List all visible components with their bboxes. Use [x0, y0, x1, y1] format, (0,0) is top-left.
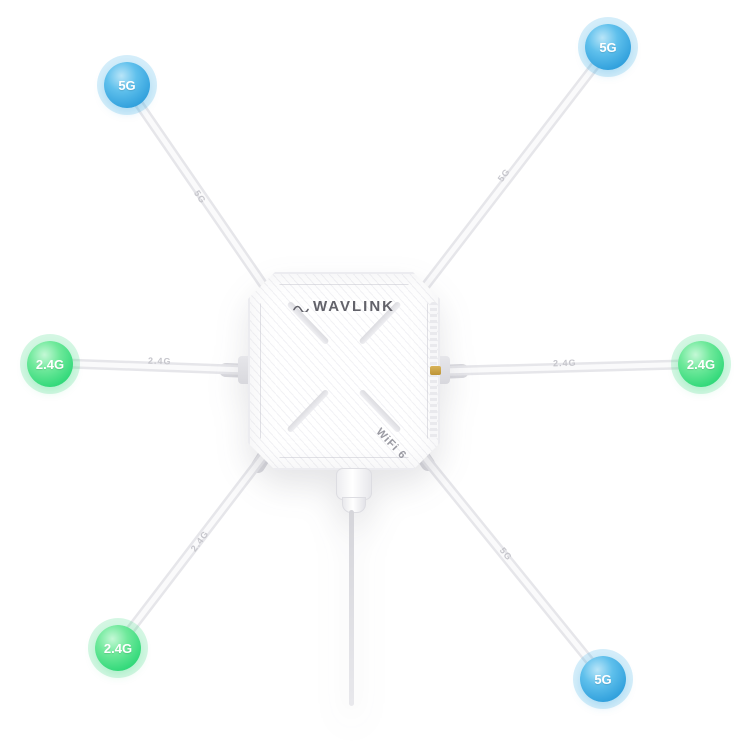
badge-bottom-left: 2.4G — [95, 625, 141, 671]
brand-logo-text: WAVLINK — [312, 298, 396, 315]
badge-label: 2.4G — [686, 356, 716, 372]
wifi6-label: WiFi 6 — [373, 426, 409, 462]
vent-groove — [286, 389, 329, 433]
antenna-top-right — [400, 45, 612, 318]
cable-gland — [336, 468, 372, 500]
badge-right: 2.4G — [678, 341, 724, 387]
cable-gland-tip — [342, 497, 366, 513]
sma-connector-gold-icon — [430, 366, 441, 375]
antenna-print-label: 2.4G — [552, 357, 577, 369]
badge-left: 2.4G — [27, 341, 73, 387]
badge-label: 5G — [599, 39, 617, 55]
badge-top-right: 5G — [585, 24, 631, 70]
wavlink-wave-icon — [293, 299, 309, 316]
antenna-print-label: 2.4G — [147, 355, 172, 367]
badge-label: 5G — [594, 671, 612, 687]
power-cable — [349, 510, 354, 706]
brand-logo: WAVLINK — [248, 298, 440, 316]
badge-bottom-right: 5G — [580, 656, 626, 702]
badge-label: 2.4G — [35, 356, 65, 372]
device-enclosure: WAVLINK WiFi 6 — [248, 272, 440, 470]
badge-label: 2.4G — [103, 640, 133, 656]
badge-top-left: 5G — [104, 62, 150, 108]
badge-label: 5G — [118, 77, 136, 93]
